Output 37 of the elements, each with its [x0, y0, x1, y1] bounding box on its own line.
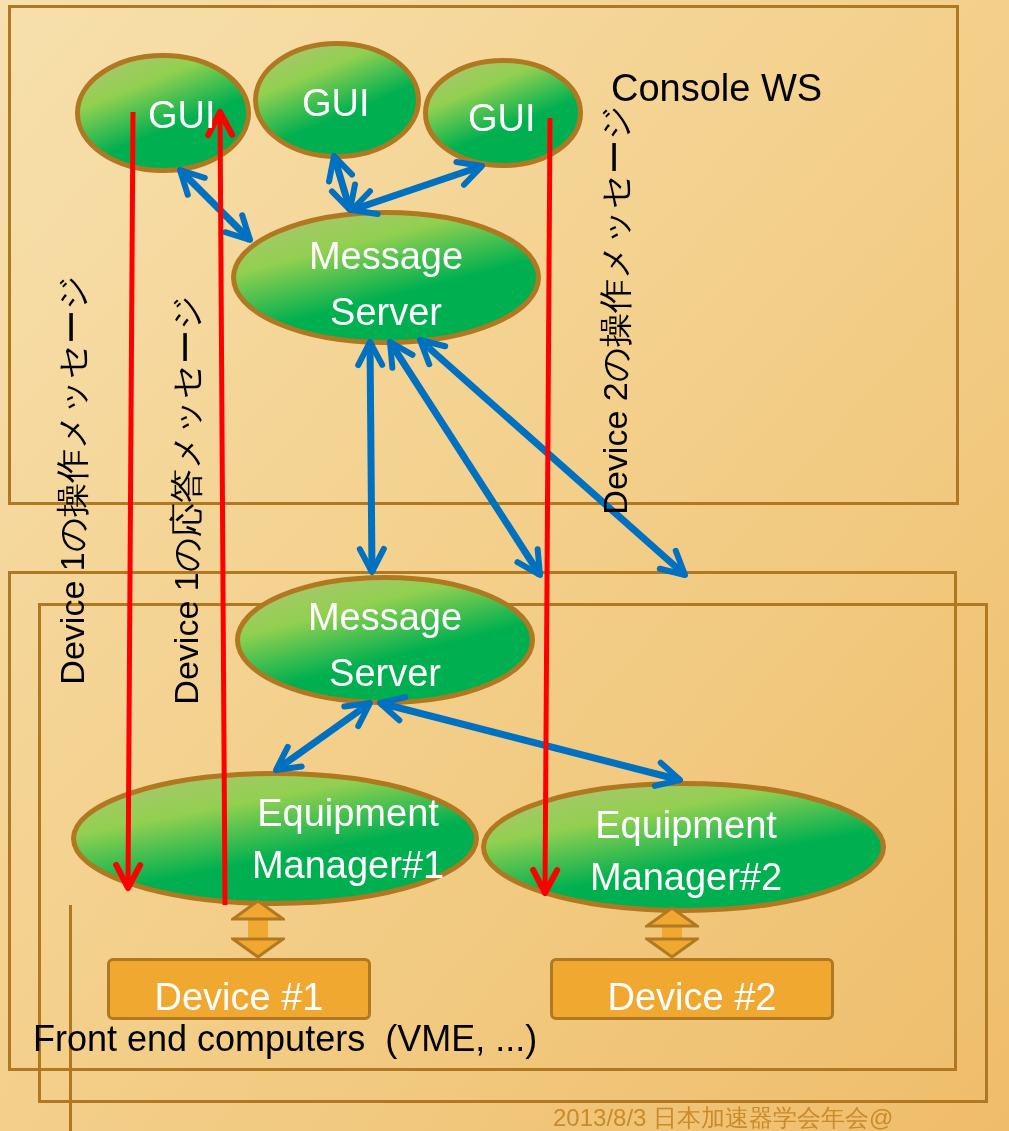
arrow — [530, 118, 561, 896]
group-frame — [8, 571, 957, 1071]
ellipse-node — [71, 771, 479, 906]
arrow — [273, 700, 373, 773]
arrow — [205, 109, 236, 905]
node-label: GUI — [148, 93, 216, 138]
node-label: GUI — [468, 96, 536, 141]
group-title: Front end computers (VME, ...) — [33, 1017, 538, 1061]
arrow — [377, 694, 683, 789]
device-box — [107, 958, 371, 1020]
node-label: Device #2 — [606, 975, 778, 1020]
edge-label: Device 1の操作メッセージ — [52, 274, 92, 687]
node-label: Equipment Manager#2 — [588, 803, 784, 900]
edge-label: Device 1の応答メッセージ — [166, 294, 206, 707]
node-label: Equipment Manager#1 — [250, 791, 446, 888]
ellipse-node — [253, 41, 421, 159]
node-label: Message Server — [307, 234, 465, 335]
arrow — [349, 159, 485, 217]
ellipse-node — [423, 58, 583, 168]
group-title: Console WS — [611, 66, 823, 109]
footer-text: 2013/8/3 日本加速器学会年会@ — [553, 1105, 894, 1131]
ellipse-node — [481, 781, 886, 913]
double-arrow — [231, 899, 285, 959]
node-label: Device #1 — [153, 975, 325, 1020]
node-label: GUI — [302, 81, 370, 126]
double-arrow — [645, 906, 699, 959]
device-box — [550, 958, 834, 1020]
ellipse-node — [235, 575, 535, 705]
ellipse-node — [231, 210, 541, 345]
arrow — [355, 339, 387, 575]
node-label: Message Server — [306, 595, 464, 696]
arrow — [417, 337, 688, 578]
arrow — [113, 112, 144, 891]
arrow — [326, 153, 358, 213]
ellipse-node — [75, 53, 251, 173]
arrow — [177, 167, 253, 243]
arrow — [387, 339, 543, 578]
